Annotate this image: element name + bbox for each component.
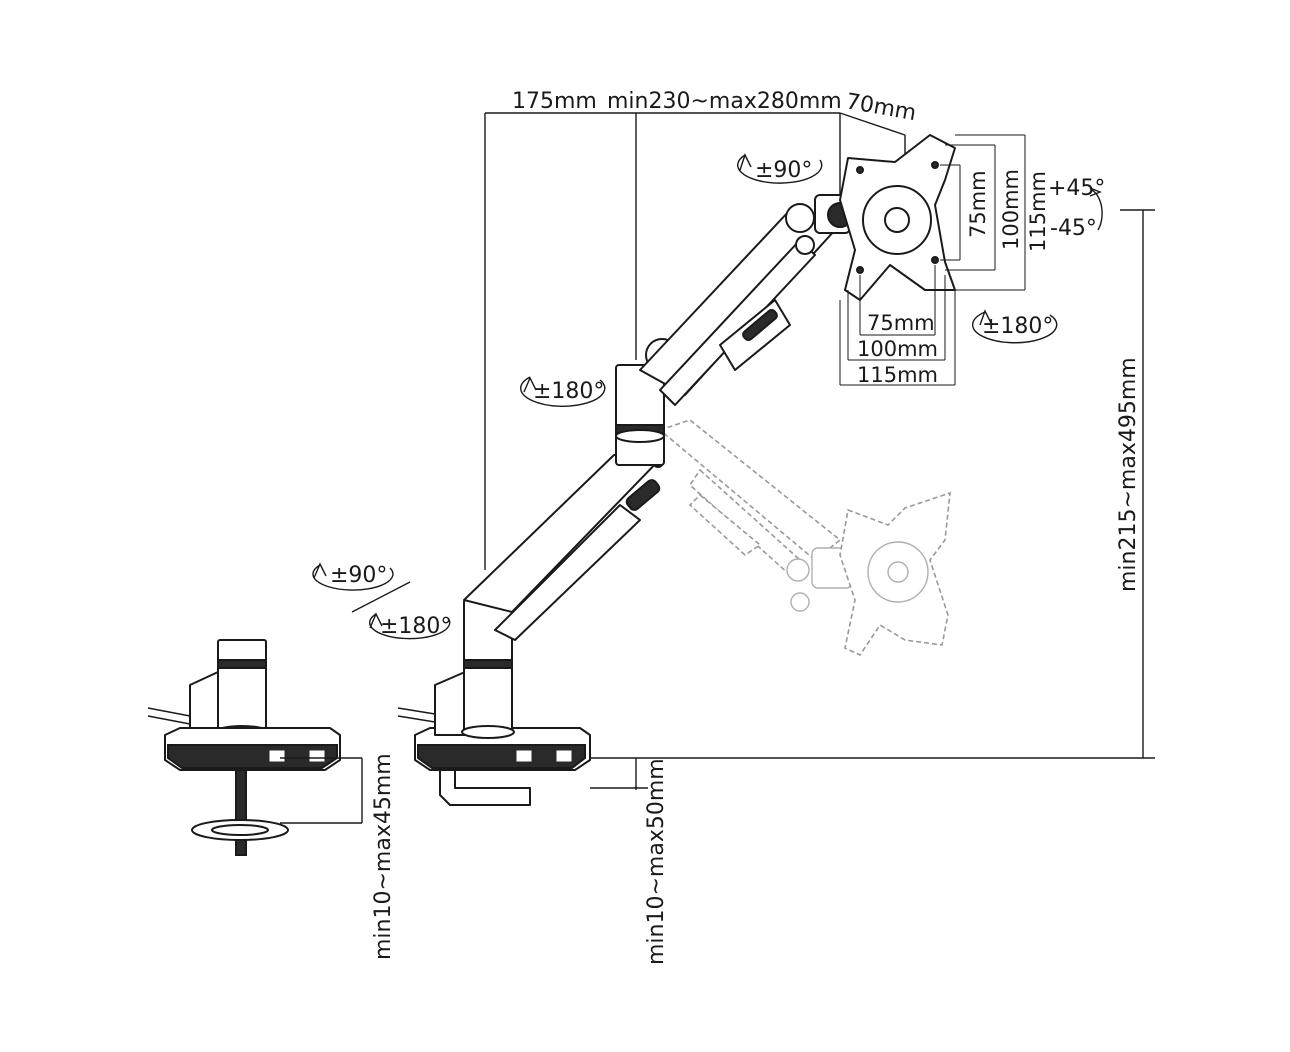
label-base-rotation-180: ±180° — [380, 614, 451, 639]
label-vesa-horizontal-75: 75mm — [867, 311, 935, 335]
top-dimension-lines — [484, 112, 906, 570]
grommet-base — [147, 639, 363, 856]
upper-arm — [639, 194, 853, 406]
label-vesa-vertical-100: 100mm — [999, 169, 1023, 250]
label-arm-reach-range: min230~max280mm — [607, 89, 842, 114]
lower-arm — [463, 454, 665, 641]
label-height-range: min215~max495mm — [1116, 357, 1141, 592]
label-tilt-rotation: ±90° — [755, 158, 812, 183]
rotation-separator — [351, 581, 411, 613]
label-grommet-thickness: min10~max45mm — [371, 753, 396, 960]
label-vesa-horizontal-100: 100mm — [857, 337, 938, 361]
label-head-offset: 70mm — [844, 89, 918, 126]
ghost-arm-position — [658, 419, 951, 657]
rotation-arcs — [312, 153, 1103, 640]
label-head-swivel: ±180° — [982, 314, 1053, 339]
label-base-rotation-90: ±90° — [330, 563, 387, 588]
label-vesa-vertical-75: 75mm — [966, 170, 990, 238]
label-vesa-horizontal-115: 115mm — [857, 363, 938, 387]
vesa-mount-plate — [839, 134, 956, 301]
main-desk-base — [397, 671, 648, 806]
label-elbow-swivel: ±180° — [533, 379, 604, 404]
label-tilt-down: -45° — [1050, 216, 1097, 241]
vesa-dimension-lines — [839, 134, 1026, 386]
label-vesa-vertical-115: 115mm — [1026, 171, 1050, 252]
label-arm-reach-base: 175mm — [512, 89, 597, 114]
height-dimension-lines — [560, 209, 1155, 759]
label-clamp-thickness: min10~max50mm — [644, 758, 669, 965]
label-tilt-up: +45° — [1048, 176, 1105, 201]
